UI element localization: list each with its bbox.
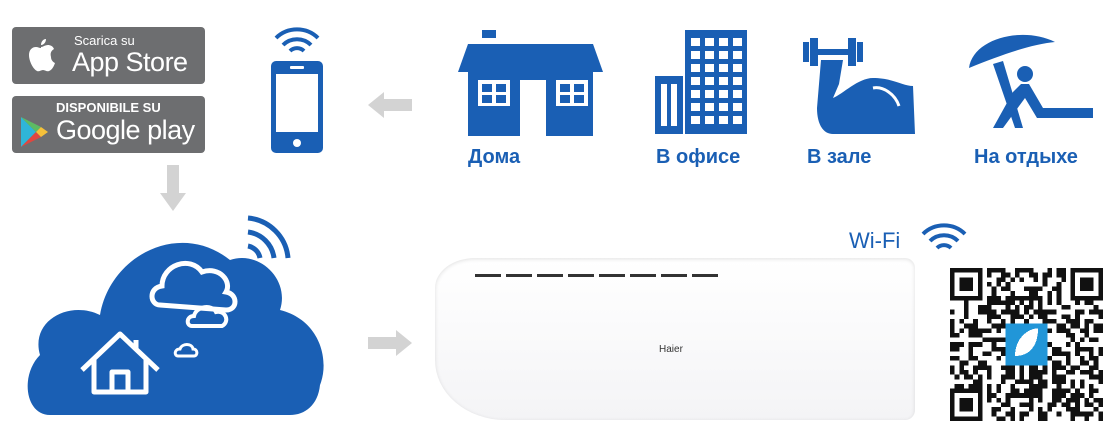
qr-code[interactable] bbox=[948, 268, 1105, 421]
google-play-badge[interactable]: DISPONIBILE SU Google play bbox=[12, 96, 205, 153]
ac-vent-slots bbox=[475, 274, 723, 277]
google-play-icon bbox=[21, 117, 48, 147]
wifi-icon bbox=[921, 223, 967, 250]
google-play-big-text: Google play bbox=[56, 115, 195, 145]
beach-umbrella-icon bbox=[969, 34, 1093, 128]
app-leaf-icon bbox=[1014, 328, 1039, 357]
smartphone-icon bbox=[271, 27, 323, 153]
dumbbell-arm-icon bbox=[803, 38, 915, 134]
location-label-home: Дома bbox=[468, 146, 521, 168]
app-store-small-text: Scarica su bbox=[74, 33, 135, 48]
air-conditioner-unit bbox=[435, 258, 915, 420]
cloud-service-icon bbox=[27, 215, 324, 415]
apple-icon bbox=[29, 39, 55, 72]
house-icon bbox=[458, 30, 603, 136]
app-store-big-text: App Store bbox=[72, 47, 188, 77]
location-label-gym: В зале bbox=[807, 146, 872, 168]
wifi-label: Wi-Fi bbox=[849, 228, 901, 253]
location-label-office: В офисе bbox=[656, 146, 741, 168]
arrow-left-icon bbox=[368, 92, 412, 118]
google-play-small-text: DISPONIBILE SU bbox=[56, 100, 161, 115]
app-store-badge[interactable]: Scarica su App Store bbox=[12, 27, 205, 84]
arrow-right-icon bbox=[368, 330, 412, 356]
location-label-vacation: На отдыхе bbox=[974, 146, 1078, 168]
ac-brand-logo: Haier bbox=[659, 344, 683, 355]
office-building-icon bbox=[655, 30, 747, 134]
arrow-down-icon bbox=[160, 165, 186, 211]
